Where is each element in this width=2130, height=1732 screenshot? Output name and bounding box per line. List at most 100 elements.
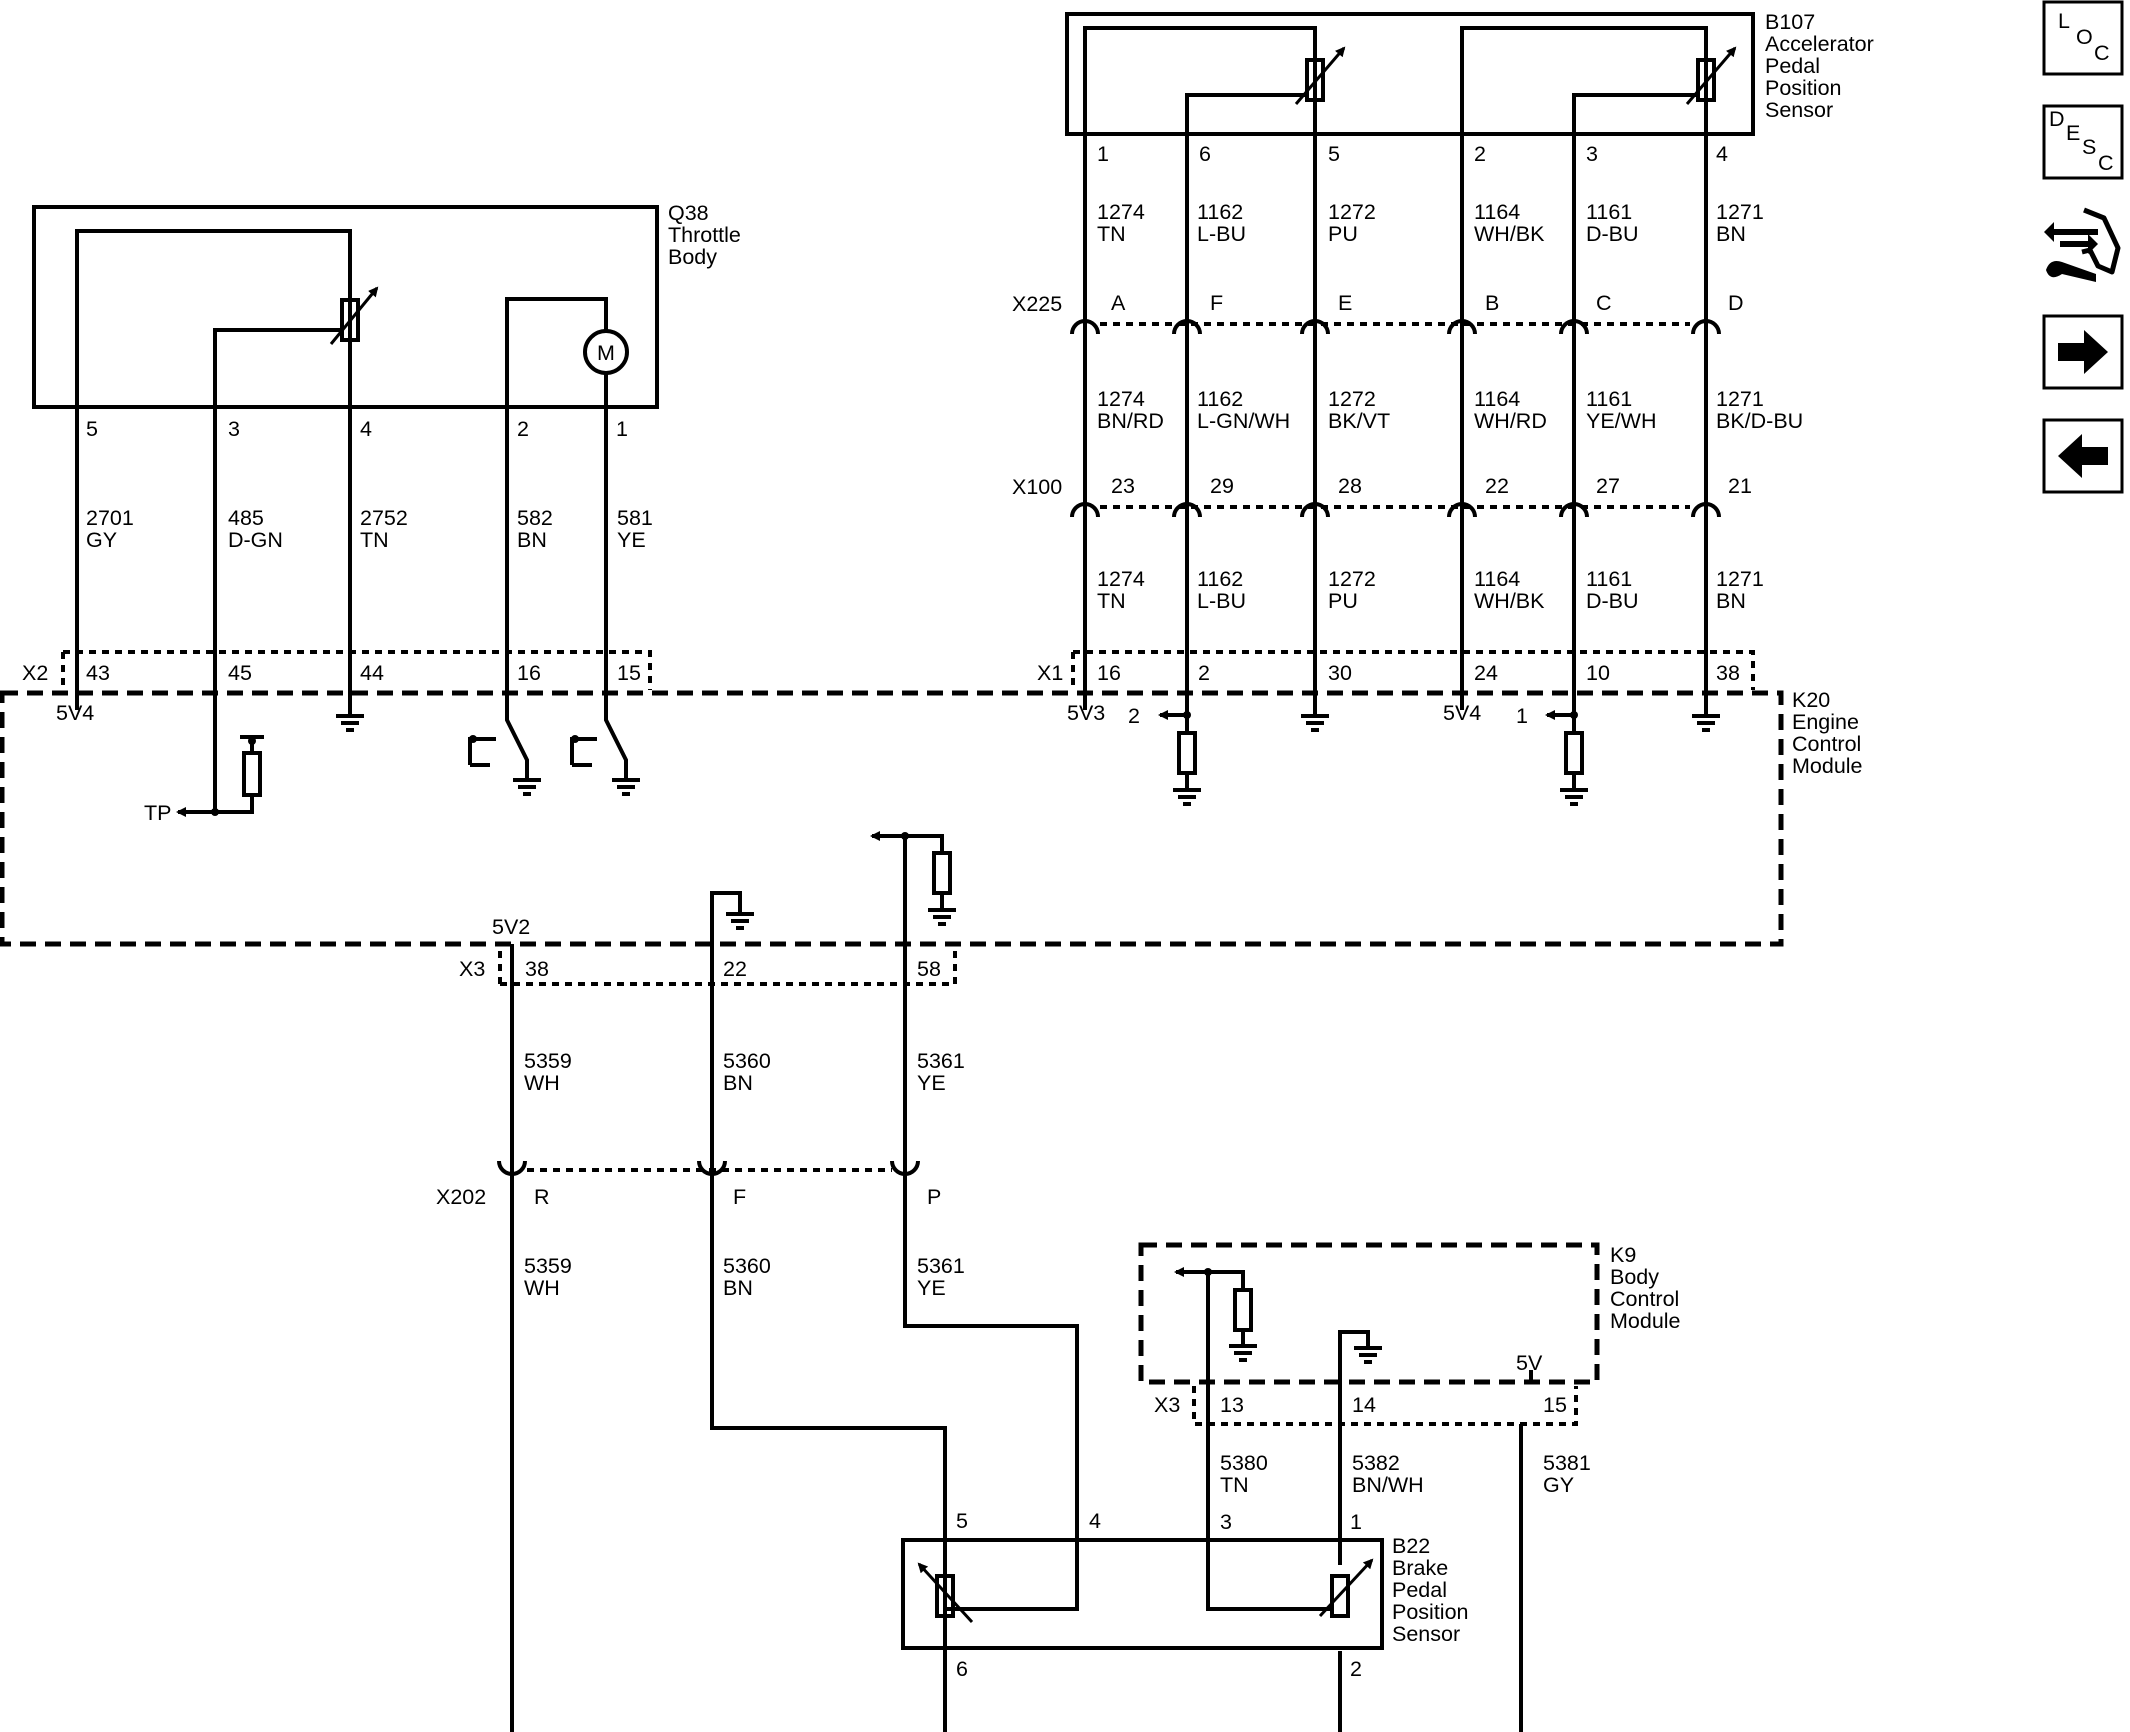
b22-pot-1-arrow	[917, 1562, 974, 1624]
brake-wire-5361: 58 5361 YE P 5361 YE	[917, 957, 965, 1300]
k9-outline	[1138, 1242, 1600, 1385]
k9-body-control-module: K9 Body Control Module X3 5V 13 5380 TN …	[1138, 1242, 1681, 1732]
b107-wire-col-1: 1 1274 TN A 1274 BN/RD 23 1274 TN 16	[1097, 142, 1164, 685]
x202-terminal-p	[890, 1160, 920, 1176]
k9-wire-5380-num: 5380	[1220, 1451, 1268, 1475]
b107-wiper-1	[1185, 93, 1308, 134]
brake-wire-5359: 38 5359 WH R 5359 WH	[524, 957, 572, 1300]
b107-col5-lower-color: D-BU	[1586, 589, 1639, 613]
k9-wire-5382-num: 5382	[1352, 1451, 1400, 1475]
k9-pin13-pullup	[1208, 1270, 1245, 1290]
k9-name-2: Control	[1610, 1287, 1679, 1311]
x225-label: X225	[1012, 292, 1062, 316]
desc-letter-d: D	[2049, 107, 2065, 131]
b107-wire-col-2: 2 1164 WH/BK B 1164 WH/RD 22 1164 WH/BK …	[1474, 142, 1547, 685]
loc-button-frame	[2042, 0, 2124, 76]
k20-x3-58-node	[901, 832, 909, 840]
x225-terminal-a	[1070, 319, 1100, 335]
x2-connector-strip	[61, 650, 652, 690]
b107-pot-2	[1696, 58, 1716, 102]
b107-col1-lower-color: TN	[1097, 589, 1126, 613]
brake-wire-5359-upper-color: WH	[524, 1071, 560, 1095]
x100-terminal-27	[1559, 502, 1589, 518]
k20-pin16-switch-ref	[468, 737, 496, 765]
q38-wire-pin2: 2 582 BN 16	[505, 407, 553, 693]
k20-x3-58-signal	[870, 831, 907, 944]
brake-wire-5360-line	[710, 944, 947, 1732]
k20-5v2-label: 5V2	[492, 915, 530, 939]
b107-col5-lower-num: 1161	[1586, 567, 1632, 591]
k20-signal2-label: 2	[1128, 704, 1140, 728]
previous-page-button[interactable]	[2042, 418, 2124, 494]
b22-name-2: Pedal	[1392, 1578, 1447, 1602]
x3-k9-pin-15: 15	[1543, 1393, 1567, 1417]
k20-x3-22-ground-wire	[710, 891, 742, 944]
next-page-button[interactable]	[2042, 314, 2124, 390]
navigation-icons: L O C D E S C	[2042, 0, 2124, 494]
k20-engine-control-module: K20 Engine Control Module X2 X1 X3 5V4 T…	[0, 650, 1863, 986]
q38-name-1: Throttle	[668, 223, 741, 247]
x100-label: X100	[1012, 475, 1062, 499]
brake-wire-5360-upper-color: BN	[723, 1071, 753, 1095]
q38-wire-pin3-color: D-GN	[228, 528, 283, 552]
b107-col1-upper-color: TN	[1097, 222, 1126, 246]
loc-letter-o: O	[2076, 25, 2093, 49]
b107-name-3: Position	[1765, 76, 1842, 100]
q38-wire-pin1-color: YE	[617, 528, 646, 552]
b107-pin-2: 2	[1474, 142, 1486, 166]
loc-button[interactable]: L O C	[2042, 0, 2124, 76]
q38-wire-pin5-color: GY	[86, 528, 117, 552]
connector-wrench-icon[interactable]	[2044, 207, 2121, 282]
k20-signal1-ground	[1560, 773, 1588, 806]
k9-name-1: Body	[1610, 1265, 1659, 1289]
q38-wire-pin2-color: BN	[517, 528, 547, 552]
arrow-right-icon	[2058, 330, 2108, 374]
k20-pin38-ground	[1692, 693, 1720, 732]
brake-wire-5360: 22 5360 BN F 5360 BN	[723, 957, 771, 1300]
x1-pin-2: 2	[1198, 661, 1210, 685]
b107-pin-6: 6	[1199, 142, 1211, 166]
k20-signal2-circuit	[1158, 693, 1189, 720]
b22-name-3: Position	[1392, 1600, 1469, 1624]
x202-label: X202	[436, 1185, 486, 1209]
q38-name-2: Body	[668, 245, 717, 269]
b107-col1-lower-num: 1274	[1097, 567, 1145, 591]
x100-pin-22: 22	[1485, 474, 1509, 498]
desc-button[interactable]: D E S C	[2042, 104, 2124, 180]
b107-wires: X225 X100 1 1274 TN A 1274 BN/RD	[1012, 134, 1803, 693]
k20-tp-resistor	[242, 751, 262, 797]
k20-name-2: Control	[1792, 732, 1861, 756]
loc-letter-c: C	[2094, 41, 2110, 65]
b107-col6-upper-color: BN	[1716, 222, 1746, 246]
q38-pin2-label: 2	[517, 417, 529, 441]
x225-pin-e: E	[1338, 291, 1352, 315]
b107-name-2: Pedal	[1765, 54, 1820, 78]
x202-pin-r: R	[534, 1185, 550, 1209]
k20-pin16-node	[469, 735, 477, 743]
k20-signal2-ground	[1173, 773, 1201, 806]
x3-k20-pin-38: 38	[525, 957, 549, 981]
b107-col3-middle-num: 1272	[1328, 387, 1376, 411]
k9-pin14-ground	[1354, 1346, 1382, 1364]
x225-pin-c: C	[1596, 291, 1612, 315]
k20-signal1-label: 1	[1516, 704, 1528, 728]
b107-pot-1-arrow	[1294, 46, 1346, 105]
b107-name-1: Accelerator	[1765, 32, 1874, 56]
x100-pin-27: 27	[1596, 474, 1620, 498]
brake-wire-5361-upper-color: YE	[917, 1071, 946, 1095]
x3-k9-label: X3	[1154, 1393, 1180, 1417]
k9-5v-label: 5V	[1516, 1351, 1543, 1375]
q38-throttle-pot	[340, 298, 360, 342]
k20-name-1: Engine	[1792, 710, 1859, 734]
x2-label: X2	[22, 661, 48, 685]
k9-pin13-resistor	[1233, 1288, 1253, 1332]
connector-arrowhead-right-icon	[2088, 234, 2098, 254]
k20-signal1-circuit	[1545, 693, 1576, 720]
k20-x3-58-ground	[928, 893, 956, 926]
b107-col4-lower-num: 1164	[1474, 567, 1520, 591]
connector-arrowhead-left-icon	[2044, 222, 2054, 242]
k9-wire-5382: 14 5382 BN/WH 1	[1350, 1393, 1424, 1534]
b107-col4-upper-num: 1164	[1474, 200, 1520, 224]
b107-col4-upper-color: WH/BK	[1474, 222, 1545, 246]
b107-col6-upper-num: 1271	[1716, 200, 1764, 224]
